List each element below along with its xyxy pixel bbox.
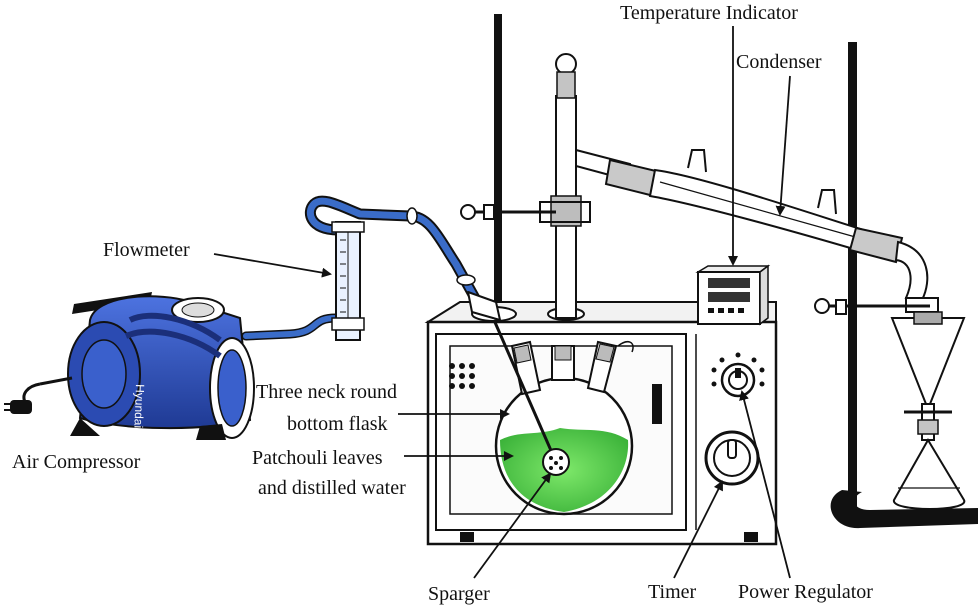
retort-stand-base <box>830 490 978 529</box>
separating-funnel <box>890 311 966 510</box>
air-compressor: Hyundai <box>67 292 255 440</box>
power-plug <box>4 376 73 414</box>
power-regulator-knob[interactable] <box>711 352 765 398</box>
label-three-neck-flask-2: bottom flask <box>287 413 388 435</box>
vent-holes <box>449 363 475 389</box>
timer-knob[interactable] <box>704 430 760 486</box>
temperature-indicator-device <box>695 264 771 326</box>
clamp-right <box>814 298 930 315</box>
label-condenser: Condenser <box>736 51 822 73</box>
label-sparger: Sparger <box>428 583 490 605</box>
support-rod-right <box>848 42 857 512</box>
support-rod-left <box>494 14 502 318</box>
label-patchouli-2: and distilled water <box>258 477 406 499</box>
three-neck-flask <box>492 319 634 516</box>
compressor-brand-text: Hyundai <box>131 384 147 428</box>
label-three-neck-flask-1: Three neck round <box>256 381 397 403</box>
condenser <box>575 148 939 313</box>
label-power-regulator: Power Regulator <box>738 581 873 603</box>
flowmeter <box>331 221 365 341</box>
label-patchouli-1: Patchouli leaves <box>252 447 383 469</box>
oven-door-handle <box>652 384 662 424</box>
air-tubing <box>241 195 501 341</box>
label-air-compressor: Air Compressor <box>12 451 141 473</box>
vertical-column <box>550 53 582 319</box>
label-timer: Timer <box>648 581 697 603</box>
label-flowmeter: Flowmeter <box>103 239 190 261</box>
leader-arrows <box>213 26 791 579</box>
label-temperature-indicator: Temperature Indicator <box>620 2 798 24</box>
clamp-left <box>460 201 591 223</box>
